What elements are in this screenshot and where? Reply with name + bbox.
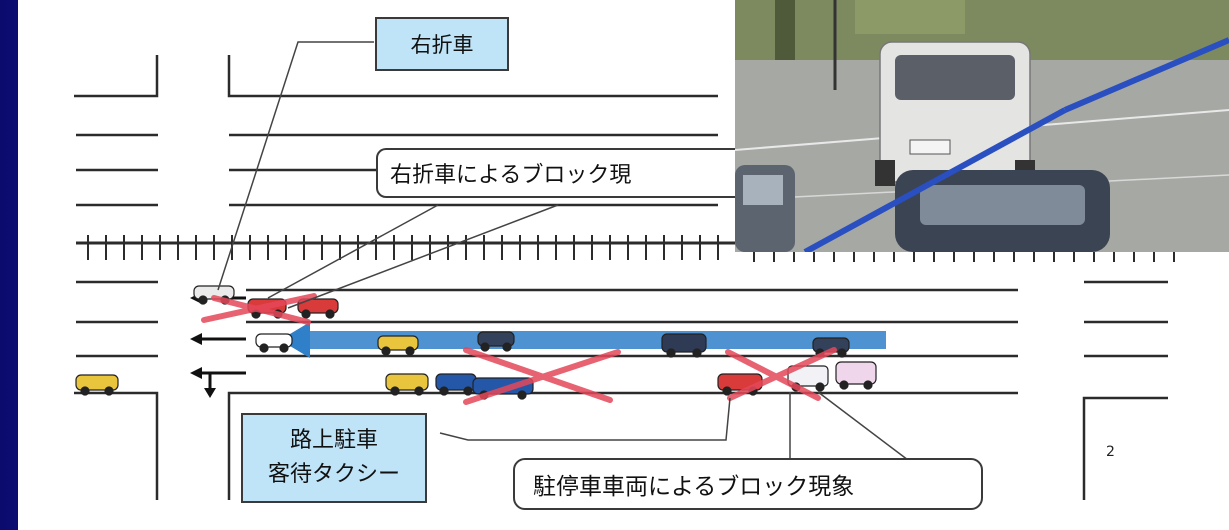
road-edge-lower-left	[74, 391, 159, 500]
road-edge-upper-right	[227, 55, 718, 98]
block-cross-marks	[201, 293, 837, 405]
vehicles	[75, 285, 877, 400]
road-diagram	[74, 41, 1178, 500]
traffic-photo: 集中	[735, 0, 1229, 252]
road-edge-lower-far-right	[1082, 396, 1168, 500]
road-edge-upper-left	[74, 55, 159, 98]
taxi-left	[75, 374, 119, 396]
street-parking-label: 路上駐車 客待タクシー	[241, 413, 427, 503]
railroad-ties	[87, 235, 1175, 262]
street-parking-line1: 路上駐車	[289, 427, 378, 453]
right-turn-block-callout: 右折車によるブロック現	[376, 148, 746, 198]
street-parking-line2: 客待タクシー	[267, 462, 400, 487]
traffic-photo-image	[735, 0, 1229, 252]
lane-direction-arrows	[190, 292, 246, 398]
page-number: 2	[1106, 444, 1115, 460]
right-turn-car-label: 右折車	[375, 17, 509, 71]
traffic-flow-arrow	[280, 322, 886, 358]
parked-block-callout: 駐停車車両によるブロック現象	[513, 458, 983, 510]
leader-lines	[217, 41, 909, 461]
